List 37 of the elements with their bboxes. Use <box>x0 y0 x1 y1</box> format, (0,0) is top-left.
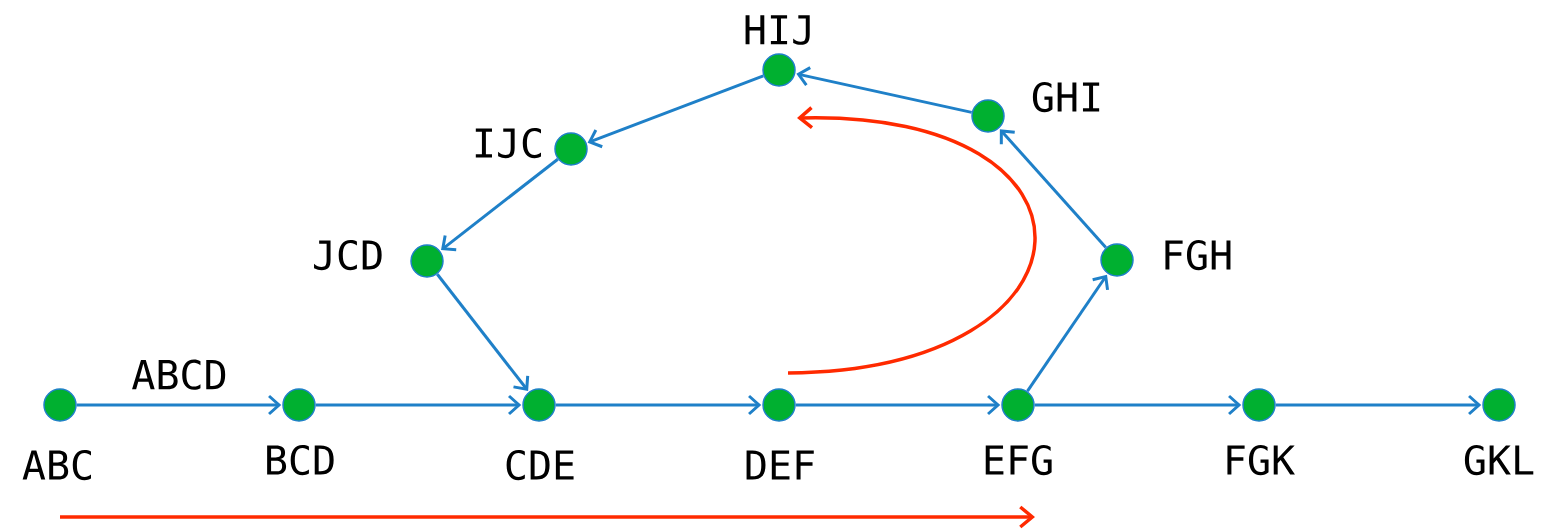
node-label: IJC <box>475 127 541 159</box>
graph-node: DEF <box>746 388 814 480</box>
arrow <box>436 273 530 391</box>
arrow <box>1034 394 1242 416</box>
arrow <box>587 74 764 149</box>
arrow <box>1026 274 1110 392</box>
graph-node: FGK <box>1227 388 1295 476</box>
graph-node: HIJ <box>745 15 810 87</box>
node-label: ABC <box>22 449 91 481</box>
arrow <box>315 394 522 416</box>
arrow <box>795 394 1001 416</box>
node-label: GHI <box>1032 81 1100 113</box>
node-label: FGK <box>1227 444 1295 476</box>
node-label: HIJ <box>745 15 810 45</box>
graph-node: IJC <box>475 127 588 166</box>
arrow <box>76 394 282 416</box>
node-label: BCD <box>267 444 334 476</box>
node-label: JCD <box>314 239 382 271</box>
arrow <box>1275 394 1482 416</box>
arrow <box>999 129 1107 249</box>
edge-label: ABCD <box>130 358 229 391</box>
graph-node: GHI <box>971 81 1100 133</box>
arrow <box>796 66 972 114</box>
graph-node: FGH <box>1100 239 1231 277</box>
graph-node: GKL <box>1464 388 1534 476</box>
graph-node: CDE <box>506 388 574 481</box>
arrow <box>555 394 762 416</box>
graph-node: EFG <box>985 388 1052 476</box>
graph-node: ABC <box>22 388 91 481</box>
node-label: FGH <box>1165 239 1231 271</box>
graph-node: JCD <box>314 239 444 278</box>
node-label: DEF <box>746 450 814 480</box>
node-label: EFG <box>985 444 1052 476</box>
node-label: GKL <box>1464 444 1534 476</box>
node-label: CDE <box>506 449 574 481</box>
graph-node: BCD <box>267 388 334 476</box>
arrow <box>441 158 559 252</box>
